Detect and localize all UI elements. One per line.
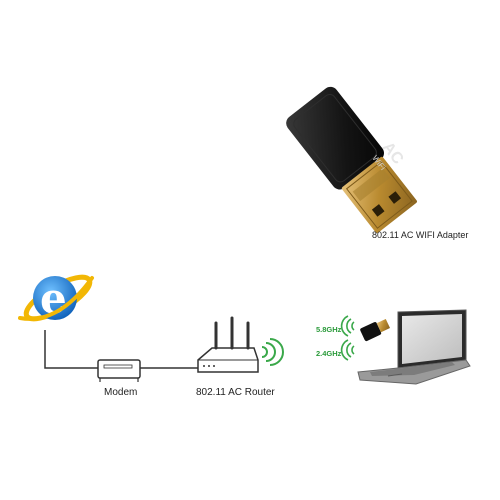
adapter-caption: 802.11 AC WIFI Adapter	[372, 230, 469, 240]
usb-wifi-adapter	[286, 86, 417, 233]
adapter-body	[286, 86, 384, 190]
router	[197, 316, 259, 373]
usb-connector	[341, 156, 417, 233]
wifi-signal-icon	[261, 338, 284, 366]
modem-label: Modem	[104, 387, 138, 398]
band-5ghz-label: 5.8GHz	[316, 325, 342, 334]
wifi-signal-icon	[340, 315, 355, 337]
network-links	[44, 330, 198, 369]
laptop	[357, 309, 471, 385]
internet-explorer-icon: e	[18, 274, 94, 323]
modem	[97, 359, 141, 382]
mini-usb-adapter	[360, 318, 391, 342]
router-label: 802.11 AC Router	[196, 387, 275, 398]
band-24ghz-label: 2.4GHz	[316, 349, 342, 358]
wifi-signal-icon	[340, 339, 355, 361]
